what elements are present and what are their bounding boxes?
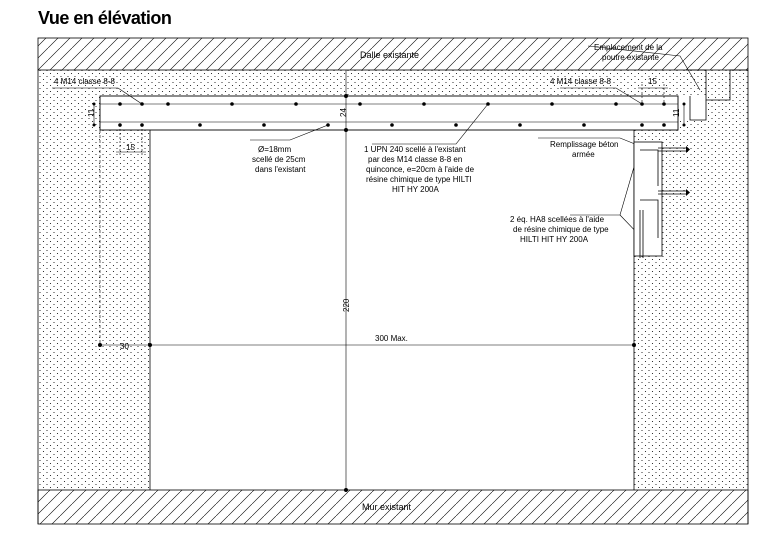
dalle-label: Dalle existante: [360, 50, 419, 60]
poutre-outline: [686, 69, 748, 101]
dim-300: 300 Max.: [375, 334, 408, 343]
dim-24: 24: [339, 108, 348, 117]
upn-label-4: résine chimique de type HILTI: [366, 175, 472, 184]
upn-beam: [99, 95, 679, 131]
remplissage-label-2: armée: [572, 150, 595, 159]
bolt-dots: [118, 102, 666, 127]
m14-left-label: 4 M14 classe 8-8: [54, 77, 115, 86]
phi-label-3: dans l'existant: [255, 165, 306, 174]
dim-220: 220: [342, 298, 351, 312]
drawing-title: Vue en élévation: [38, 8, 172, 28]
m14-right-label: 4 M14 classe 8-8: [550, 77, 611, 86]
upn-label-3: quinconce, e=20cm à l'aide de: [366, 165, 475, 174]
mur-hatch: [37, 489, 749, 525]
dim-15-left: 15: [126, 143, 135, 152]
dim-30: 30: [120, 342, 129, 351]
phi-label-2: scellé de 25cm: [252, 155, 306, 164]
ha8-label-1: 2 éq. HA8 scellées à l'aide: [510, 215, 605, 224]
emplacement-label-1: Emplacement de la: [594, 43, 663, 52]
upn-label-2: par des M14 classe 8-8 en: [368, 155, 462, 164]
concrete-top-band: [38, 70, 706, 96]
concrete-right-upper: [706, 70, 748, 120]
upn-label-5: HIT HY 200A: [392, 185, 440, 194]
upn-label-1: 1 UPN 240 scellé à l'existant: [364, 145, 466, 154]
emplacement-label-2: poutre existante: [602, 53, 659, 62]
ha8-label-3: HILTI HIT HY 200A: [520, 235, 589, 244]
dim-11-left: 11: [87, 108, 96, 117]
dim-15-right: 15: [648, 77, 657, 86]
dim-11-right: 11: [672, 108, 681, 117]
phi-label-1: Ø=18mm: [258, 145, 291, 154]
dalle-hatch: [37, 37, 749, 71]
ha8-label-2: de résine chimique de type: [513, 225, 609, 234]
mur-label: Mur existant: [362, 502, 412, 512]
concrete-left: [38, 96, 150, 490]
remplissage-label-1: Remplissage béton: [550, 140, 618, 149]
ha8-rebar-detail: [633, 141, 686, 258]
